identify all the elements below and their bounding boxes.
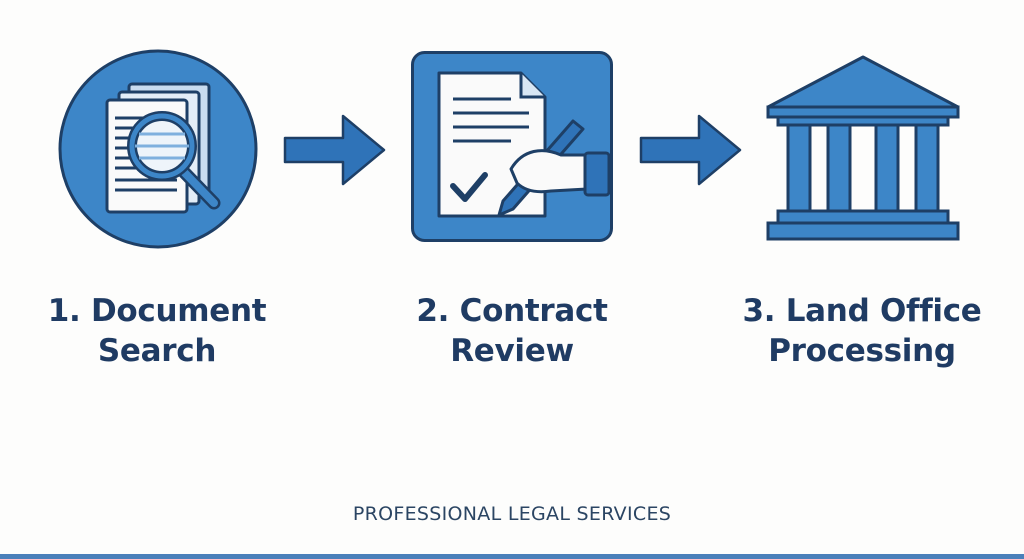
step-2-title: 2. Contract Review <box>362 291 662 371</box>
step-3-title-line2: Processing <box>768 333 956 369</box>
step-2-title-line2: Review <box>450 333 574 369</box>
footer-tagline: PROFESSIONAL LEGAL SERVICES <box>352 503 672 525</box>
step-3-title-line1: 3. Land Office <box>742 293 982 329</box>
step-1-title-line2: Search <box>97 333 217 369</box>
step-2-title-line1: 2. Contract <box>416 293 608 329</box>
step-3-title: 3. Land Office Processing <box>712 291 1012 371</box>
contract-sign-icon <box>411 51 613 242</box>
step-1-title: 1. Document Search <box>7 291 307 371</box>
document-search-icon <box>58 49 258 249</box>
arrow-right-icon <box>283 114 386 186</box>
bottom-divider <box>0 554 1024 559</box>
government-building-icon <box>766 55 960 241</box>
step-1-title-line1: 1. Document <box>47 293 267 329</box>
arrow-right-icon <box>639 114 742 186</box>
